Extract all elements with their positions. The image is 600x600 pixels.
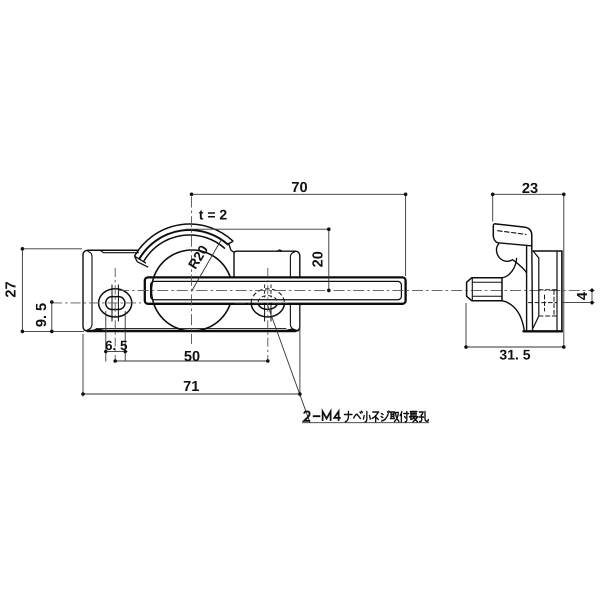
svg-text:23: 23 (522, 181, 538, 197)
svg-text:9. 5: 9. 5 (34, 303, 50, 327)
svg-text:31. 5: 31. 5 (499, 347, 530, 363)
svg-text:70: 70 (291, 180, 307, 196)
svg-text:20: 20 (311, 251, 327, 267)
svg-text:50: 50 (184, 349, 200, 365)
svg-text:27: 27 (4, 281, 20, 297)
svg-text:71: 71 (183, 379, 199, 395)
svg-text:4: 4 (575, 291, 591, 300)
svg-text:6. 5: 6. 5 (105, 338, 128, 353)
svg-text:t = 2: t = 2 (199, 207, 228, 223)
